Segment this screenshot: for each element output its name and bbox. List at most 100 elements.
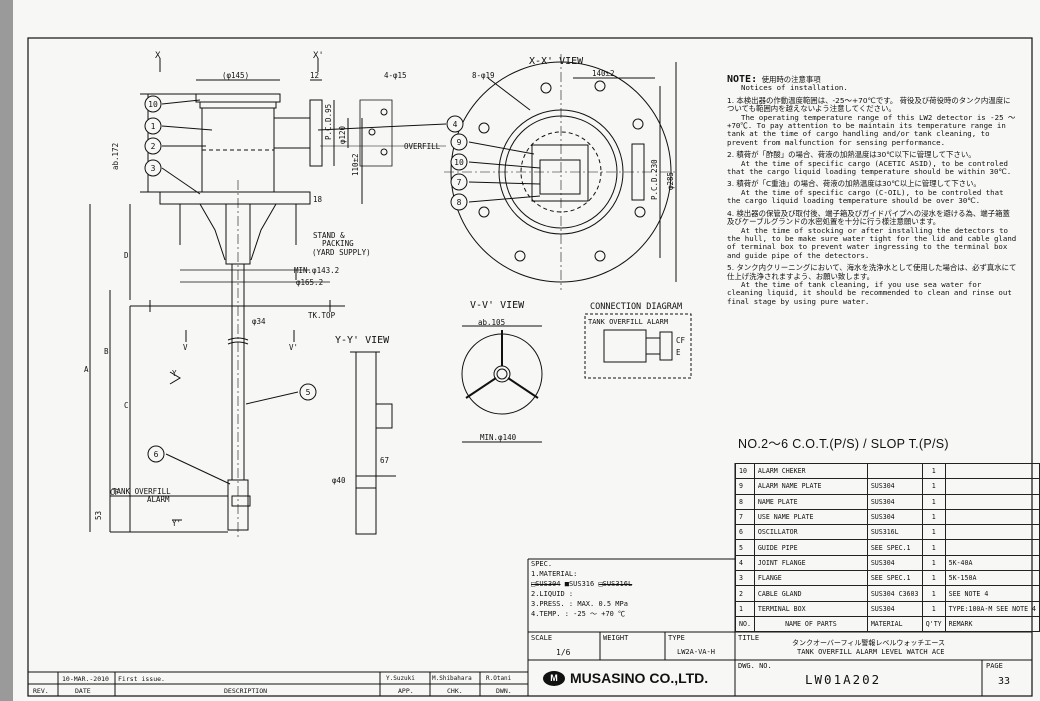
note-3-jp: 3. 積荷が「C重油」の場合、荷液の加熱温度は30℃以上に管理して下さい。 [727,179,981,189]
part-qty: 1 [921,478,946,495]
spec-liquid-label: 2.LIQUID : [531,590,574,598]
xx-view-title: X-X' VIEW [529,56,584,67]
note-1-jp: 1. 本検出器の作動温度範囲は、-25～+70℃です。 荷役及び荷役時のタンク内… [727,95,1011,114]
dim-phi285: φ285 [666,172,675,190]
type-label: TYPE [668,634,685,642]
section-x-label: X [155,51,161,61]
part-remark [944,539,1040,556]
note-1-en: The operating temperature range of this … [727,112,1016,147]
dwn-header: DWN. [496,687,512,695]
drawn-by: R.Otani [486,675,512,682]
spec-temp-value: -25 ～ +70 ℃ [573,610,626,618]
part-qty: 1 [921,539,946,556]
balloon-9 [450,133,468,151]
balloon-text-6: 6 [154,450,159,459]
page-value: 33 [998,676,1011,687]
part-qty: 1 [921,585,946,602]
part-material: SUS316L [866,524,923,541]
spec-material-sus316: ■SUS316 [564,580,595,588]
revision-date: 10-MAR.-2010 [62,675,109,683]
spec-press-value: MAX. 0.5 MPa [577,600,628,608]
dim-12: 12 [310,71,319,80]
dwg-no-label: DWG. NO. [738,662,772,670]
yard-supply-label: (YARD SUPPLY) [312,248,371,257]
note-4-jp: 4. 検出器の保管及び取付後、端子箱及びガイドパイプへの浸水を避ける為、端子箱蓋… [727,208,1010,227]
notes-subtitle-jp: 使用時の注意事項 [761,75,821,84]
page-label: PAGE [986,662,1003,670]
part-remark: 5K-40A [944,554,1040,572]
dim-min140: MIN.φ140 [480,433,517,442]
part-no: 6 [735,524,755,541]
dim-a: A [84,365,89,374]
part-material [866,462,923,480]
overfill-label: OVERFILL [404,142,441,151]
part-material: SUS304 [866,554,923,572]
dim-holes-8: 8-φ19 [472,71,495,80]
part-no: 10 [735,462,755,480]
type-value: LW2A-VA-H [677,648,715,656]
part-material: SEE SPEC.1 [866,570,923,587]
chk-header: CHK. [447,687,463,695]
yy-view-title: Y-Y' VIEW [335,335,390,346]
notes-title: NOTE: [727,74,758,85]
balloon-7 [450,173,468,191]
part-qty: 1 [921,462,946,480]
part-material: SUS304 [866,493,923,510]
note-2-en: At the time of specific cargo (ACETIC AS… [727,158,1012,177]
note-5-jp: 5. タンク内クリーニングにおいて、海水を洗浄水として使用した場合は、必ず真水に… [727,263,1017,281]
part-no: 2 [735,585,755,602]
part-qty: 1 [921,600,946,617]
part-no: 7 [735,508,755,526]
date-header: DATE [75,687,91,695]
section-y-prime-label: Y' [172,519,181,528]
balloon-2 [144,137,162,155]
dim-cf: CF [110,488,120,497]
part-qty: 1 [921,493,946,510]
description-header: DESCRIPTION [224,687,268,695]
company-name: MUSASINO CO.,LTD. [570,670,709,686]
connection-diagram-title: CONNECTION DIAGRAM [590,302,682,312]
title-en: TANK OVERFILL ALARM LEVEL WATCH ACE [797,648,945,656]
notes-block: NOTE: 使用時の注意事項 Notices of installation. … [727,74,1017,310]
balloon-10b [450,153,468,171]
spec-block: SPEC. 1.MATERIAL: □SUS304 ■SUS316 □SUS31… [531,559,632,619]
part-name: OSCILLATOR [753,524,868,541]
balloon-5 [299,383,317,401]
section-x-prime-label: X' [313,51,324,61]
part-remark [944,524,1040,541]
balloon-text-9: 9 [457,138,462,147]
part-remark: 5K-150A [944,570,1040,587]
alarm-label-line2: ALARM [147,495,170,504]
packing-label: PACKING [322,239,354,248]
dim-phi120: φ120 [338,125,347,144]
connection-box-label: TANK OVERFILL ALARM [588,318,668,326]
balloon-3 [144,159,162,177]
balloon-text-2: 2 [151,142,156,151]
dim-phi34: φ34 [252,317,266,326]
terminal-box-lid [195,93,281,103]
note-5-en: At the time of tank cleaning, if you use… [727,279,1012,306]
part-no: 1 [735,600,755,617]
dim-d: D [124,251,129,260]
part-material: SUS304 [866,478,923,495]
balloon-text-3: 3 [151,164,156,173]
part-name: ALARM CHEKER [753,462,868,480]
weight-label: WEIGHT [603,634,629,642]
part-qty: 1 [921,570,946,587]
balloon-6 [147,445,165,463]
note-2-jp: 2. 積荷が「酢酸」の場合、荷液の加熱温度は30℃以下に管理して下さい。 [727,150,976,160]
spec-material-sus316l: □SUS316L [598,580,633,588]
part-remark [944,508,1040,526]
part-material: SUS304 [866,600,923,617]
app-header: APP. [398,687,414,695]
part-remark: SEE NOTE 4 [944,585,1040,602]
dim-140: 140±2 [592,69,615,78]
